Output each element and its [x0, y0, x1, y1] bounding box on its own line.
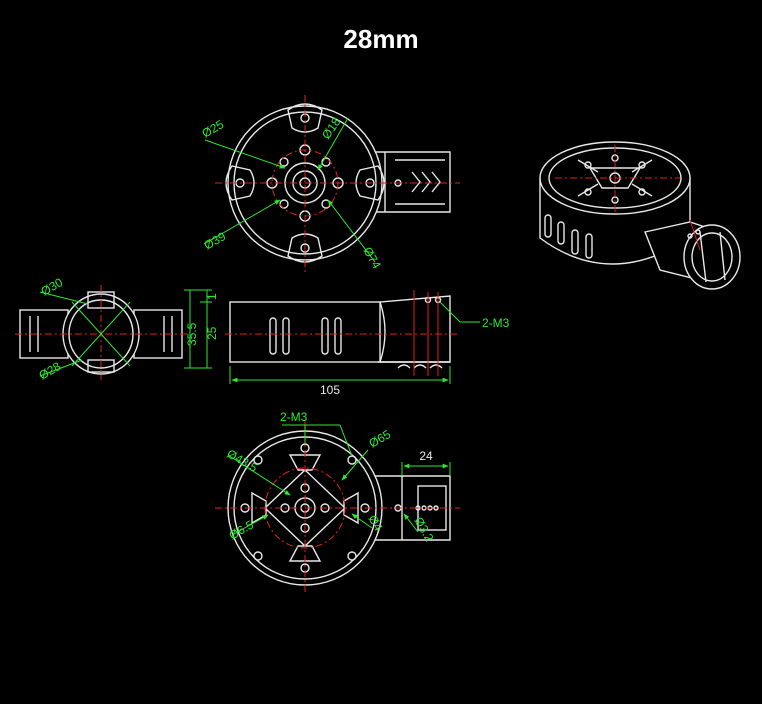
side-view-end	[15, 285, 212, 380]
dim-bottom-24: 24	[419, 449, 433, 463]
drawing-title: 28mm	[343, 24, 419, 54]
top-view	[203, 95, 460, 272]
dim-end-35-5: 35.5	[185, 322, 199, 346]
bottom-view	[215, 420, 460, 595]
dim-top-d74: Ø74	[360, 245, 384, 272]
dim-long-105: 105	[320, 383, 340, 397]
dim-top-d25: Ø25	[200, 117, 227, 141]
dim-bottom-d65: Ø65	[367, 427, 394, 451]
isometric-view	[539, 141, 741, 290]
dim-long-2m3: 2-M3	[482, 316, 510, 330]
dim-end-d28: Ø28	[37, 359, 64, 383]
dim-bottom-2m3: 2-M3	[280, 410, 308, 424]
dim-end-1: 1	[205, 293, 219, 300]
dim-end-25: 25	[205, 326, 219, 340]
side-view-long	[225, 290, 480, 384]
